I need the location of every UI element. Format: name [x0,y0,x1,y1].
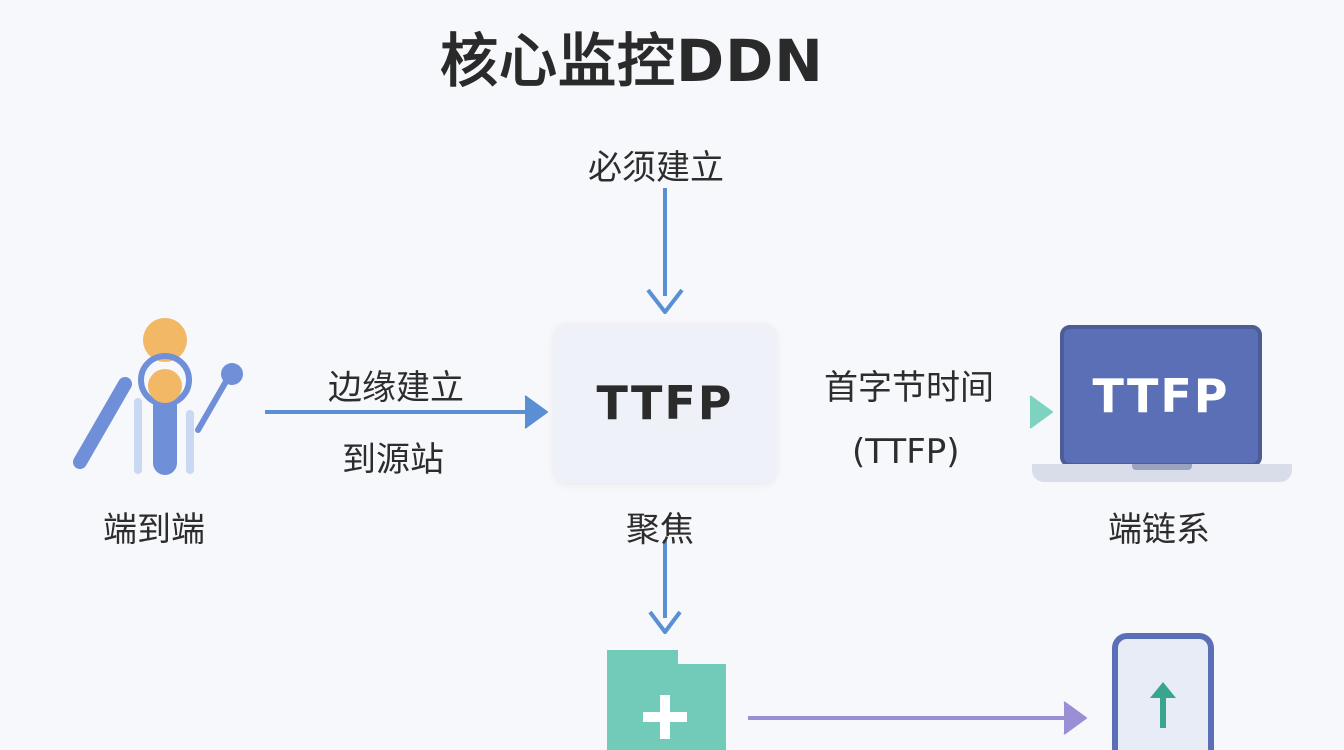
left-arrow [265,395,548,429]
laptop-icon: TTFP [1060,325,1262,467]
add-folder-icon [607,650,726,750]
right-arrow-label-2: (TTFP) [852,432,960,472]
bottom-arrow [648,540,682,634]
right-arrow [780,395,1053,429]
phone-upload-icon [1112,633,1214,750]
top-label: 必须建立 [588,148,724,188]
left-arrow-label-1: 边缘建立 [328,368,464,408]
right-arrow-label-1: 首字节时间 [824,368,994,408]
left-node-label: 端到端 [103,510,205,550]
person-pole-icon [73,318,243,475]
top-arrow [646,188,684,314]
center-node-box: TTFP [553,323,777,483]
bottom-horizontal-arrow [748,701,1087,735]
laptop-notch [1132,464,1192,470]
diagram-title: 核心监控DDN [440,27,824,95]
center-node-text: TTFP [596,376,734,430]
laptop-screen-text: TTFP [1092,369,1230,423]
left-arrow-label-2: 到源站 [342,440,444,480]
laptop-base [1032,464,1292,482]
center-node-label: 聚焦 [626,510,694,550]
right-node-label: 端链系 [1108,510,1210,550]
